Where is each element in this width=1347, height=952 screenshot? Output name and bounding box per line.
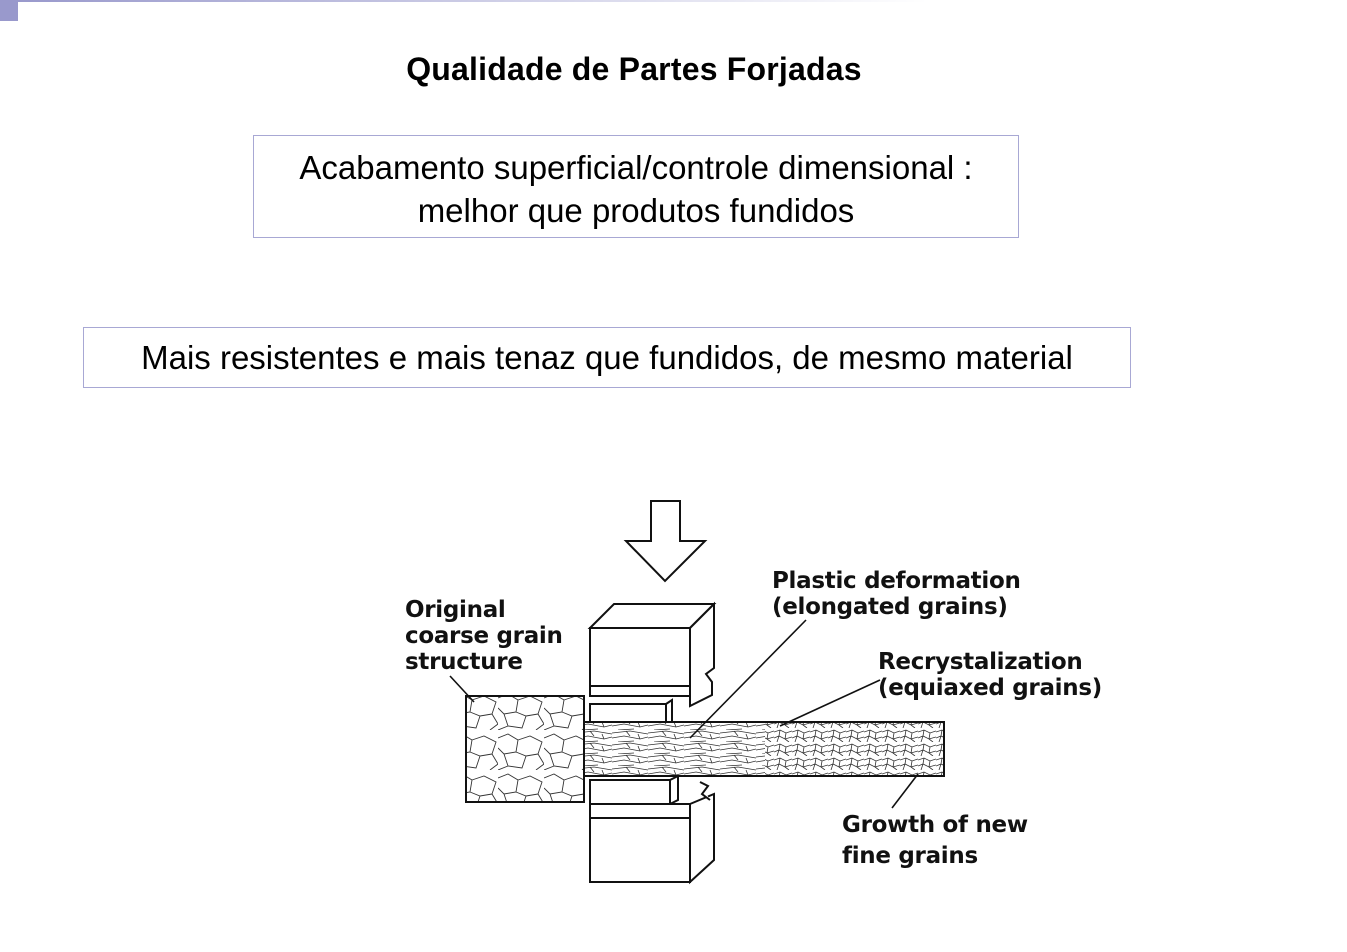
plastic-deformation-label: Plastic deformation (elongated grains) (772, 568, 1028, 620)
elongated-grain-zone (585, 723, 765, 775)
upper-die (587, 601, 717, 728)
lower-die (589, 774, 715, 885)
coarse-billet (465, 695, 585, 803)
original-label-line-1: Original (405, 597, 506, 623)
plastic-label-line-2: (elongated grains) (772, 594, 1008, 620)
growth-label-line-1: Growth of new (842, 812, 1028, 838)
original-label-line-3: structure (405, 649, 523, 675)
original-structure-label: Original coarse grain structure (405, 597, 570, 675)
strength-statement-box: Mais resistentes e mais tenaz que fundid… (83, 327, 1131, 388)
grain-growth-label: Growth of new fine grains (842, 812, 1036, 869)
forging-grain-diagram: Original coarse grain structure Plastic … (405, 500, 1102, 885)
growth-label-line-2: fine grains (842, 843, 978, 869)
recrystal-label-line-2: (equiaxed grains) (878, 675, 1102, 701)
slide-corner-marker (0, 0, 18, 21)
finish-statement-box: Acabamento superficial/controle dimensio… (253, 135, 1019, 238)
finish-statement-line-2: melhor que produtos fundidos (417, 192, 855, 229)
slide-title: Qualidade de Partes Forjadas (406, 51, 862, 87)
recrystal-label-line-1: Recrystalization (878, 649, 1082, 675)
plastic-label-line-1: Plastic deformation (772, 568, 1021, 594)
equiaxed-grain-zone (765, 723, 943, 775)
finish-statement-line-1: Acabamento superficial/controle dimensio… (299, 149, 973, 186)
leader-lines (449, 619, 919, 809)
original-label-line-2: coarse grain (405, 623, 563, 649)
slide-top-rule (18, 0, 928, 2)
recrystallization-label: Recrystalization (equiaxed grains) (878, 649, 1102, 701)
down-arrow-icon (623, 500, 708, 583)
